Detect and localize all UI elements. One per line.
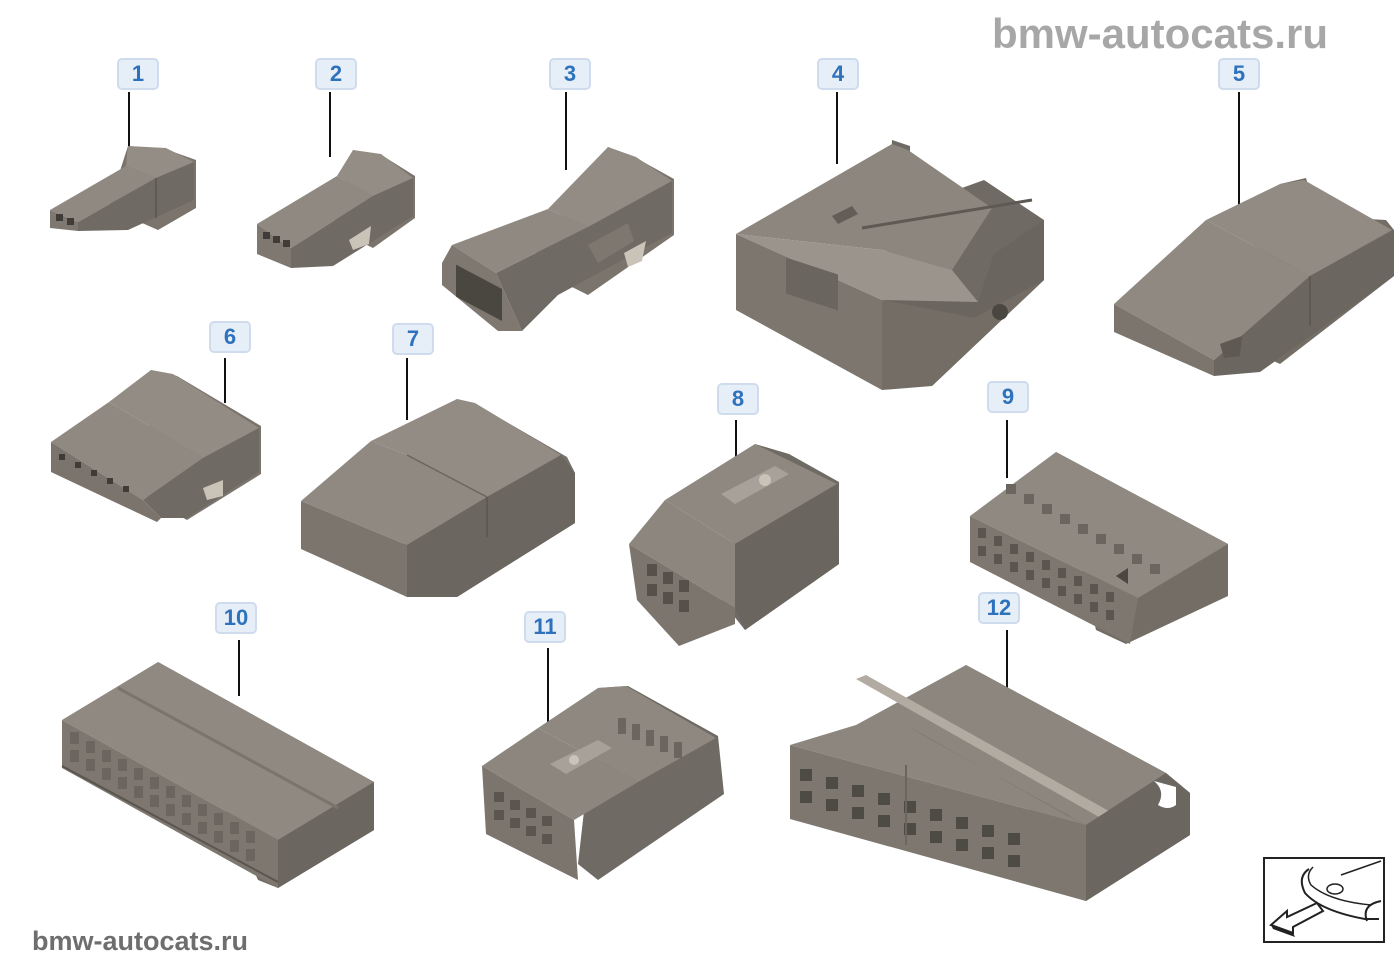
callout-6[interactable]: 6 [209,321,251,353]
callout-3[interactable]: 3 [549,58,591,90]
leader-line-3 [565,92,567,170]
part-8-connector[interactable] [625,440,845,650]
part-6-connector[interactable] [47,368,265,523]
part-11-connector[interactable] [478,684,728,884]
part-12-connector[interactable] [786,665,1196,905]
leader-line-1 [128,92,130,147]
callout-5[interactable]: 5 [1218,58,1260,90]
part-1-connector[interactable] [48,138,198,233]
leader-line-10 [238,640,240,696]
watermark-top: bmw-autocats.ru [992,10,1329,57]
part-9-connector[interactable] [966,450,1232,646]
callout-7[interactable]: 7 [392,323,434,355]
leader-line-11 [547,648,549,730]
part-2-connector[interactable] [253,148,418,270]
part-4-connector[interactable] [732,140,1057,390]
leader-line-12 [1006,630,1008,690]
leader-line-2 [329,92,331,157]
callout-10[interactable]: 10 [215,602,257,634]
callout-4[interactable]: 4 [817,58,859,90]
leader-line-6 [224,358,226,403]
watermark-bottom: bmw-autocats.ru [32,926,249,956]
part-5-connector[interactable] [1110,176,1396,378]
leader-line-8 [735,420,737,472]
callout-8[interactable]: 8 [717,383,759,415]
callout-1[interactable]: 1 [117,58,159,90]
callout-2[interactable]: 2 [315,58,357,90]
leader-line-7 [406,358,408,420]
part-10-connector[interactable] [58,660,376,890]
vehicle-front-arrow-icon[interactable] [1263,857,1385,943]
part-3-connector[interactable] [438,145,676,333]
leader-line-9 [1006,420,1008,478]
callout-12[interactable]: 12 [978,592,1020,624]
leader-line-5 [1238,92,1240,210]
callout-9[interactable]: 9 [987,381,1029,413]
callout-11[interactable]: 11 [524,611,566,643]
part-7-connector[interactable] [297,397,579,603]
leader-line-4 [836,92,838,164]
